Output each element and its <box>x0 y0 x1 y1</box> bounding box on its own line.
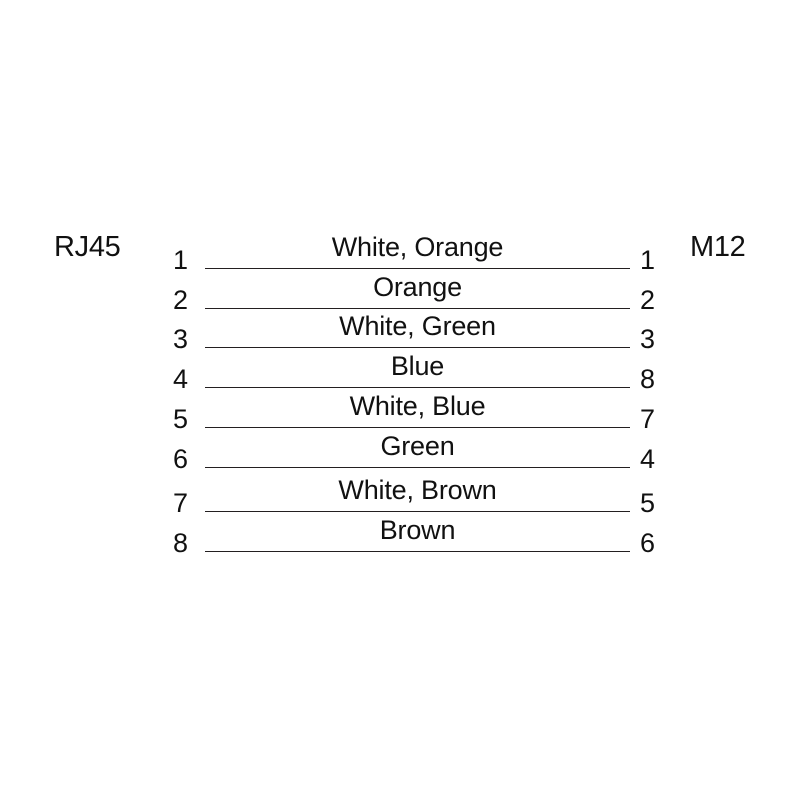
pin-number-left: 4 <box>172 364 188 394</box>
pin-number-right: 1 <box>640 245 656 275</box>
wire-color-label: Blue <box>390 351 445 381</box>
wire-line <box>205 308 630 309</box>
wire-line <box>205 427 630 428</box>
pin-number-right: 5 <box>640 488 656 518</box>
pin-number-left: 5 <box>172 404 188 434</box>
wire-color-label: Orange <box>373 272 462 302</box>
pin-number-right: 4 <box>640 444 656 474</box>
pin-number-left: 6 <box>172 444 188 474</box>
connector-label-right: M12 <box>690 231 746 263</box>
wire-line <box>205 387 630 388</box>
wire-color-label: Green <box>380 431 455 461</box>
wire-color-label: White, Blue <box>349 391 486 421</box>
wire-color-label: White, Orange <box>331 232 504 262</box>
pin-number-right: 8 <box>640 364 656 394</box>
wire-line <box>205 467 630 468</box>
wire-line <box>205 268 630 269</box>
wire-line <box>205 551 630 552</box>
pin-number-left: 7 <box>172 488 188 518</box>
wire-color-label: White, Brown <box>338 475 497 505</box>
wire-line <box>205 511 630 512</box>
pin-number-left: 8 <box>172 528 188 558</box>
pin-number-right: 3 <box>640 324 656 354</box>
connector-label-left: RJ45 <box>54 231 121 263</box>
pin-number-right: 2 <box>640 285 656 315</box>
pin-number-right: 6 <box>640 528 656 558</box>
pin-number-right: 7 <box>640 404 656 434</box>
pin-number-left: 2 <box>172 285 188 315</box>
wire-line <box>205 347 630 348</box>
pin-number-left: 1 <box>172 245 188 275</box>
wire-color-label: White, Green <box>339 311 496 341</box>
pin-number-left: 3 <box>172 324 188 354</box>
wire-color-label: Brown <box>379 515 456 545</box>
